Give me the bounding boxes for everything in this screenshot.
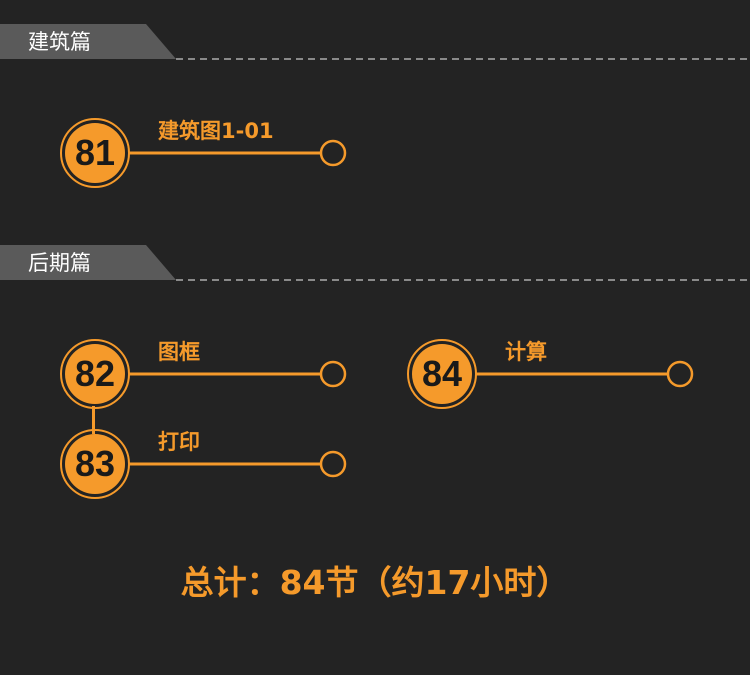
lesson-timeline-graphic	[60, 118, 347, 188]
lesson-label: 打印	[158, 430, 200, 454]
lesson-item-84[interactable]: 84 计算	[406, 338, 706, 418]
lesson-label: 图框	[158, 340, 200, 364]
section-header-architecture: 建筑篇	[0, 24, 750, 60]
lesson-number: 81	[74, 132, 116, 173]
section-title: 后期篇	[28, 251, 91, 275]
section-tab-shape	[0, 24, 750, 60]
lesson-label: 计算	[505, 340, 547, 364]
lesson-timeline-graphic	[407, 339, 694, 409]
lesson-number: 84	[421, 353, 463, 394]
lesson-timeline-graphic	[60, 339, 347, 409]
lesson-item-82[interactable]: 82 图框	[59, 338, 359, 418]
lesson-item-83[interactable]: 83 打印	[59, 428, 359, 508]
timeline-connector	[92, 406, 95, 434]
section-tab-shape	[0, 245, 750, 281]
lesson-timeline-graphic	[60, 429, 347, 499]
lesson-number: 82	[74, 353, 116, 394]
course-summary: 总计：84节（约17小时）	[180, 563, 570, 602]
section-title: 建筑篇	[28, 30, 91, 54]
lesson-label: 建筑图1-01	[158, 119, 274, 143]
lesson-item-81[interactable]: 81 建筑图1-01	[59, 117, 359, 197]
lesson-number: 83	[74, 443, 116, 484]
section-header-post: 后期篇	[0, 245, 750, 281]
